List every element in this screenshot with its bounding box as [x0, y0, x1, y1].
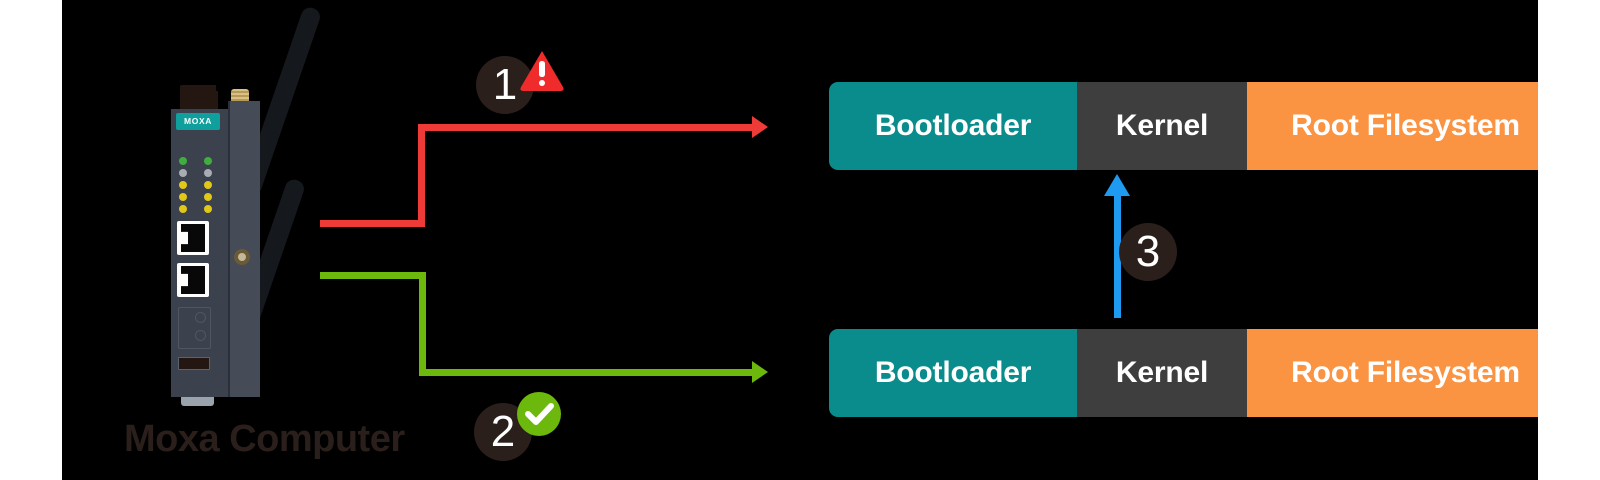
step1-arrow-segment-h2 [418, 124, 755, 131]
led-gray-2 [204, 169, 212, 177]
moxa-brand-label: MOXA [176, 113, 220, 130]
step3-arrow-segment-v [1114, 196, 1121, 318]
sim-slot-panel [178, 307, 211, 349]
moxa-device-illustration: MOXA [152, 5, 352, 425]
rj45-port-2-opening [181, 266, 205, 294]
step2-arrow-segment-h1 [320, 272, 426, 279]
side-screw-center [238, 253, 246, 261]
device-din-foot [181, 397, 214, 406]
step1-arrowhead-icon [752, 116, 768, 138]
primary-bootloader-segment[interactable]: Bootloader [829, 82, 1077, 170]
recovery-image-partition-strip: Bootloader Kernel Root Filesystem [829, 329, 1538, 417]
connector-notch-left [216, 85, 222, 91]
connector-notch-right [232, 85, 238, 91]
check-circle-icon [517, 392, 561, 436]
warning-triangle-icon [520, 51, 564, 91]
expansion-slot [178, 357, 210, 370]
led-yellow-1 [179, 181, 187, 189]
device-top-connector [180, 85, 238, 111]
step2-arrow-segment-h2 [419, 369, 755, 376]
rj45-port-2-icon [177, 263, 209, 297]
sim-screw-bottom [195, 330, 206, 341]
sim-screw-top [195, 312, 206, 323]
led-yellow-5 [179, 205, 187, 213]
led-green-1 [179, 157, 187, 165]
led-green-2 [204, 157, 212, 165]
step1-arrow-segment-h1 [320, 220, 425, 227]
step2-arrowhead-icon [752, 361, 768, 383]
step-badge-1: 1 [476, 56, 534, 114]
led-indicator-panel [179, 157, 218, 213]
step2-arrow-segment-v [419, 272, 426, 376]
recovery-bootloader-segment[interactable]: Bootloader [829, 329, 1077, 417]
step3-arrowhead-icon [1104, 174, 1130, 196]
rj45-port-1-opening [181, 224, 205, 252]
step-badge-3: 3 [1119, 223, 1177, 281]
primary-kernel-segment[interactable]: Kernel [1077, 82, 1247, 170]
led-gray-1 [179, 169, 187, 177]
led-yellow-3 [179, 193, 187, 201]
led-yellow-4 [204, 193, 212, 201]
diagram-stage: MOXA [62, 0, 1538, 480]
led-yellow-6 [204, 205, 212, 213]
recovery-rootfs-segment[interactable]: Root Filesystem [1247, 329, 1538, 417]
rj45-port-1-icon [177, 221, 209, 255]
step1-arrow-segment-v [418, 124, 425, 227]
primary-rootfs-segment[interactable]: Root Filesystem [1247, 82, 1538, 170]
side-screw-icon [234, 249, 250, 265]
device-caption: Moxa Computer [124, 418, 405, 460]
primary-image-partition-strip: Bootloader Kernel Root Filesystem [829, 82, 1538, 170]
led-yellow-2 [204, 181, 212, 189]
device-body-seam [228, 101, 230, 397]
recovery-kernel-segment[interactable]: Kernel [1077, 329, 1247, 417]
